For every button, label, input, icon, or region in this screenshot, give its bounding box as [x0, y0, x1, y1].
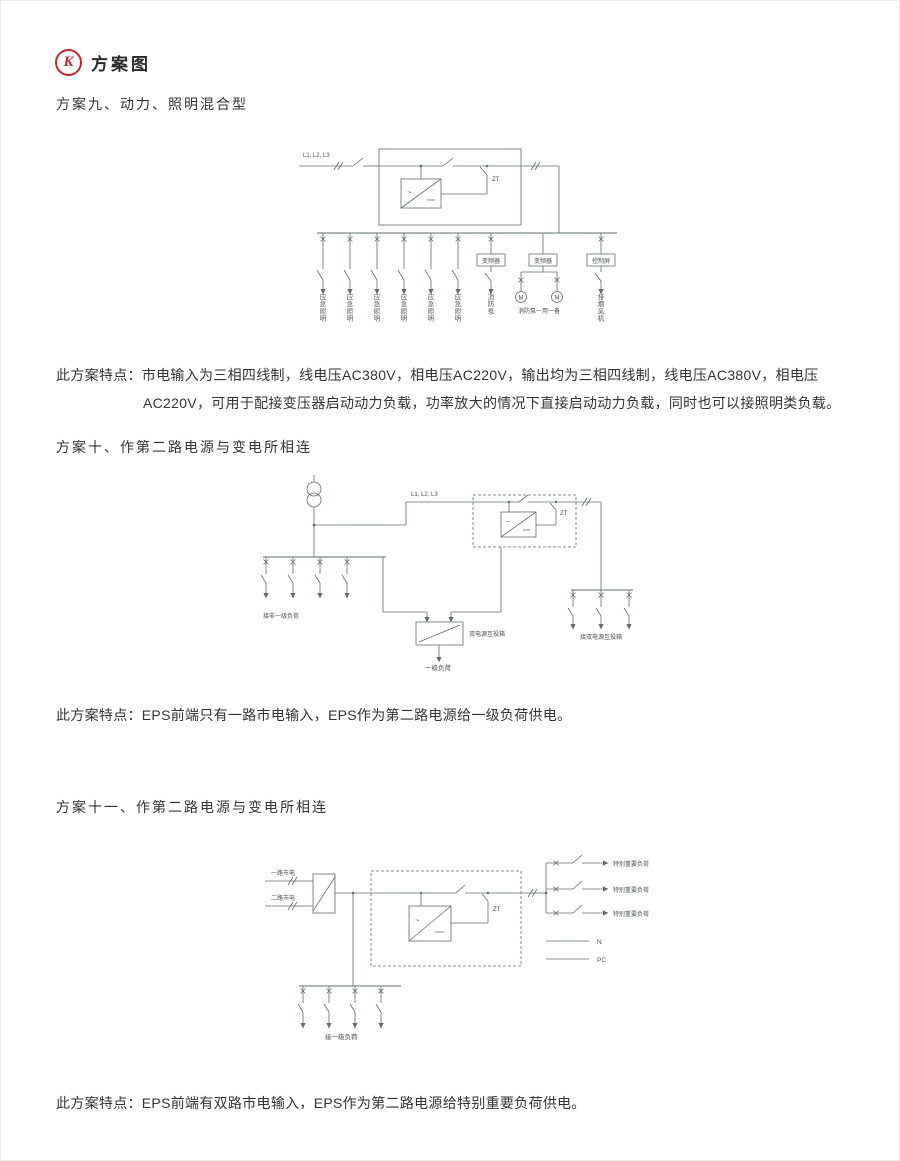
pump-label: 消防泵 — [488, 292, 495, 315]
n-pc-lines: N PC — [546, 939, 606, 964]
arrow-right-icon — [603, 860, 609, 866]
description-line-1: 此方案特点：市电输入为三相四线制，线电压AC380V，相电压AC220V，输出均… — [56, 367, 819, 383]
lighting-branch: 应急照明 — [451, 233, 462, 323]
left-branches: 接非一级负荷 — [260, 557, 350, 620]
branch-label: 应急照明 — [428, 292, 435, 323]
scheme9-heading: 方案九、动力、照明混合型 — [56, 96, 248, 112]
scheme9-description: 此方案特点：市电输入为三相四线制，线电压AC380V，相电压AC220V，输出均… — [56, 361, 840, 417]
fan-branch: 控制屏 排烟风机 — [586, 233, 616, 323]
output-fanout: 特别重要负荷 特别重要负荷 特别重要负荷 — [521, 854, 649, 918]
scheme10-diagram: L1, L2, L3 ~ ZT — [260, 475, 633, 672]
branch-label: 应急照明 — [401, 292, 408, 323]
mains2-label: 二路市电 — [271, 894, 295, 902]
motor-icon: M — [551, 291, 563, 303]
transfer-box-feeds — [382, 547, 502, 623]
inverter-icon: ~ — [408, 905, 452, 942]
fan-label: 排烟风机 — [598, 292, 605, 323]
output-feeder — [317, 161, 617, 234]
ac-tilde: ~ — [506, 519, 510, 526]
important-load-label: 特别重要负荷 — [613, 886, 649, 894]
arrow-down-icon — [570, 624, 576, 630]
ac-tilde: ~ — [415, 916, 420, 925]
lighting-branch: 应急照明 — [370, 233, 381, 323]
scheme11-description: 此方案特点：EPS前端有双路市电输入，EPS作为第二路电源给特别重要负荷供电。 — [56, 1089, 586, 1117]
eps-cabinet: ~ ZT — [378, 148, 522, 226]
description-line: 此方案特点：EPS前端有双路市电输入，EPS作为第二路电源给特别重要负荷供电。 — [56, 1095, 586, 1111]
arrow-right-icon — [603, 886, 609, 892]
transfer-switch-box: 双电源互投箱 一级负荷 — [415, 621, 505, 672]
arrow-down-icon — [344, 593, 350, 599]
firepump-branch: 变频器 M M 消防泵一用一备 — [515, 233, 563, 315]
right-branches: 接双电源互投箱 — [567, 590, 632, 641]
arrow-down-icon — [378, 1023, 384, 1029]
eps-input-line: L1, L2, L3 — [312, 492, 473, 527]
page-header: K 方案图 — [55, 49, 151, 76]
description-line: 此方案特点：EPS前端只有一路市电输入，EPS作为第二路电源给一级负荷供电。 — [56, 707, 572, 723]
branch-label: 应急照明 — [455, 292, 462, 323]
zt-label: ZT — [493, 907, 501, 913]
pump-branch: 变频器 消防泵 — [476, 233, 506, 315]
arrow-down-icon — [300, 1023, 306, 1029]
mains-inputs: 一路市电 二路市电 — [265, 869, 371, 914]
motor-icon: M — [515, 291, 527, 303]
scheme10-heading: 方案十、作第二路电源与变电所相连 — [56, 439, 312, 455]
arrow-down-icon — [317, 593, 323, 599]
arrow-down-icon — [352, 1023, 358, 1029]
arrow-down-icon — [598, 624, 604, 630]
neutral-label: N — [597, 939, 602, 946]
transformer-icon — [306, 475, 322, 557]
lighting-branch: 应急照明 — [424, 233, 435, 323]
arrow-right-icon — [603, 910, 609, 916]
vfd-box-label: 变频器 — [534, 257, 552, 265]
primary-branch-label: 接一级负荷 — [325, 1032, 358, 1041]
output-feeder — [571, 497, 633, 591]
eps-cabinet-dashed: ~ ZT — [370, 870, 522, 967]
description-line-2: AC220V，可用于配接变压器启动动力负载，功率放大的情况下直接启动动力负载，同… — [143, 395, 841, 411]
phase-lines-label: L1, L2, L3 — [411, 492, 438, 498]
primary-load-branches: 接一级负荷 — [297, 893, 401, 1041]
zt-label: ZT — [560, 511, 568, 517]
arrow-down-icon — [436, 657, 442, 663]
scheme9-diagram: L1, L2, L3 ~ ZT — [299, 148, 617, 323]
arrow-down-icon — [290, 593, 296, 599]
page-title: 方案图 — [91, 55, 151, 74]
left-branches-label: 接非一级负荷 — [263, 612, 299, 620]
arrow-down-icon — [626, 624, 632, 630]
phase-lines-label: L1, L2, L3 — [303, 153, 330, 159]
motor-letter: M — [555, 296, 560, 302]
right-branches-label: 接双电源互投箱 — [580, 633, 622, 641]
brand-k-icon: K — [55, 49, 82, 76]
lighting-branch: 应急照明 — [397, 233, 408, 323]
inverter-icon: ~ — [400, 178, 442, 209]
important-load-label: 特别重要负荷 — [613, 860, 649, 868]
inverter-icon: ~ — [500, 511, 537, 538]
arrow-down-icon — [263, 593, 269, 599]
pc-label: PC — [597, 957, 606, 964]
lighting-branch: 应急照明 — [343, 233, 354, 323]
scheme11-diagram: 一路市电 二路市电 ~ — [265, 854, 649, 1041]
branch-label: 应急照明 — [347, 292, 354, 323]
ac-tilde: ~ — [407, 188, 412, 197]
arrow-down-icon — [326, 1023, 332, 1029]
vfd-box-label: 变频器 — [482, 257, 500, 265]
control-box-label: 控制屏 — [592, 257, 610, 265]
pumps-caption: 消防泵一用一备 — [518, 307, 560, 315]
branch-label: 应急照明 — [320, 292, 327, 323]
mains-input: L1, L2, L3 — [299, 153, 379, 171]
branch-label: 应急照明 — [374, 292, 381, 323]
lighting-branch: 应急照明 — [316, 233, 327, 323]
primary-load-label: 一级负荷 — [425, 663, 452, 672]
zt-label: ZT — [492, 177, 500, 183]
motor-letter: M — [519, 296, 524, 302]
transfer-box-label: 双电源互投箱 — [469, 630, 505, 638]
scheme10-description: 此方案特点：EPS前端只有一路市电输入，EPS作为第二路电源给一级负荷供电。 — [56, 701, 571, 729]
input-transfer-box — [312, 873, 336, 914]
mains1-label: 一路市电 — [271, 869, 295, 877]
scheme11-heading: 方案十一、作第二路电源与变电所相连 — [56, 799, 328, 815]
eps-cabinet-dashed: ~ ZT — [472, 494, 577, 548]
important-load-label: 特别重要负荷 — [613, 910, 649, 918]
